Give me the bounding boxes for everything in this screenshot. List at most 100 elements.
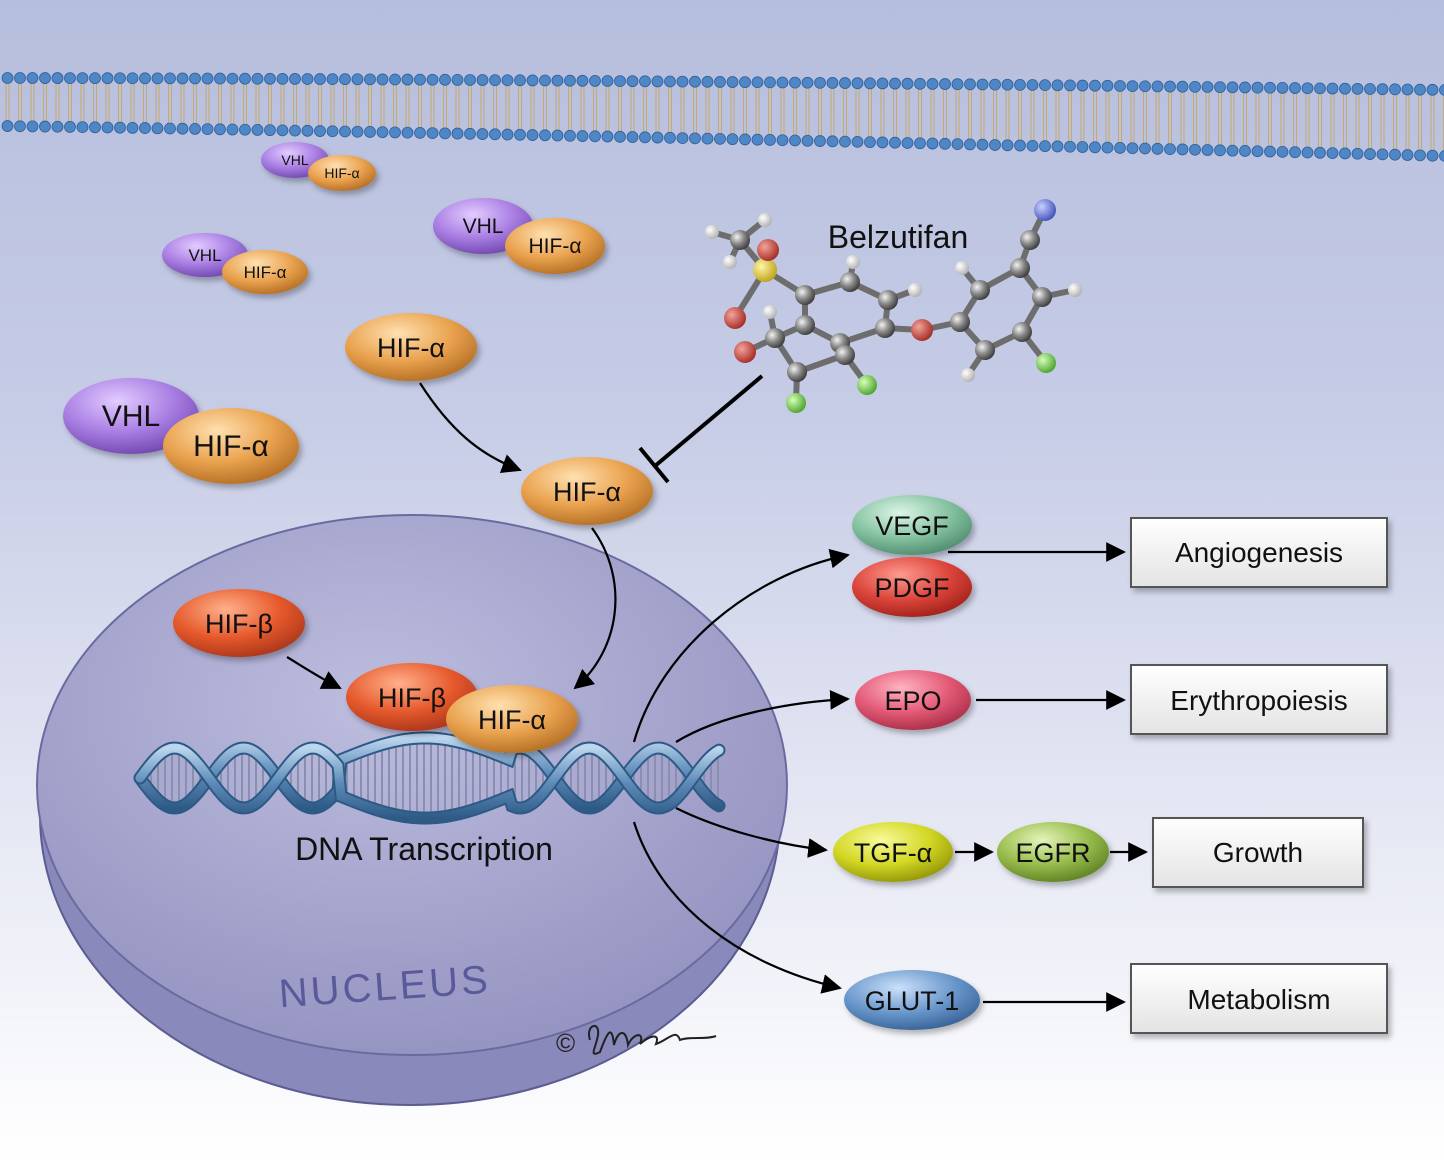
membrane-lipid-head (565, 130, 576, 141)
membrane-lipid-head (1315, 83, 1326, 94)
membrane-lipid-head (777, 135, 788, 146)
membrane-lipid-head (940, 138, 951, 149)
membrane-lipid-head (427, 128, 438, 139)
membrane-lipid-head (90, 73, 101, 84)
membrane-lipid-head (977, 79, 988, 90)
membrane-lipid-head (665, 132, 676, 143)
molecule-atom (950, 312, 970, 332)
membrane-lipid-head (865, 78, 876, 89)
membrane-lipid-head (402, 127, 413, 138)
membrane-lipid-head (690, 133, 701, 144)
membrane-lipid-head (602, 131, 613, 142)
hif-alpha-label: HIF-α (324, 165, 359, 181)
membrane-lipid-head (1415, 150, 1426, 161)
membrane-lipid-head (52, 121, 63, 132)
outcome-erythropoiesis: Erythropoiesis (1131, 665, 1387, 734)
membrane-lipid-head (1152, 81, 1163, 92)
membrane-lipid-head (915, 78, 926, 89)
vhl-label: VHL (463, 215, 504, 238)
membrane-lipid-head (27, 121, 38, 132)
membrane-lipid-head (465, 74, 476, 85)
molecule-atom (911, 319, 933, 341)
membrane-lipid-head (327, 74, 338, 85)
hif-alpha-label: HIF-α (244, 263, 287, 282)
molecule-atom (908, 283, 922, 297)
membrane-lipid-head (15, 73, 26, 84)
membrane-lipid-head (1040, 80, 1051, 91)
membrane-lipid-head (252, 73, 263, 84)
membrane-lipid-head (352, 126, 363, 137)
outcome-angiogenesis: Angiogenesis (1131, 518, 1387, 587)
membrane-lipid-head (490, 75, 501, 86)
molecule-atom (1068, 283, 1082, 297)
membrane-lipid-head (977, 139, 988, 150)
membrane-lipid-head (1140, 81, 1151, 92)
vhl-label: VHL (188, 246, 221, 265)
membrane-lipid-head (615, 76, 626, 87)
membrane-lipid-head (652, 132, 663, 143)
membrane-lipid-head (877, 137, 888, 148)
angiogenesis-label: Angiogenesis (1175, 537, 1343, 568)
membrane-lipid-head (1127, 143, 1138, 154)
membrane-lipid-head (152, 73, 163, 84)
membrane-lipid-head (1277, 82, 1288, 93)
membrane-lipid-head (1015, 79, 1026, 90)
membrane-lipid-head (1252, 146, 1263, 157)
membrane-lipid-head (802, 77, 813, 88)
membrane-lipid-head (440, 128, 451, 139)
hif-alpha-label: HIF-α (529, 235, 582, 258)
membrane-lipid-head (840, 136, 851, 147)
membrane-lipid-head (390, 127, 401, 138)
membrane-lipid-head (1077, 80, 1088, 91)
membrane-lipid-head (415, 74, 426, 85)
membrane-lipid-head (77, 73, 88, 84)
membrane-lipid-head (652, 76, 663, 87)
membrane-lipid-head (302, 125, 313, 136)
membrane-lipid-head (1002, 79, 1013, 90)
molecule-atom (1032, 287, 1052, 307)
membrane-lipid-head (715, 133, 726, 144)
membrane-lipid-head (1065, 141, 1076, 152)
dimer-hif-alpha-label: HIF-α (478, 705, 546, 735)
membrane-lipid-head (352, 74, 363, 85)
membrane-lipid-head (565, 75, 576, 86)
membrane-lipid-head (40, 121, 51, 132)
molecule-atom (734, 341, 756, 363)
membrane-lipid-head (227, 124, 238, 135)
membrane-lipid-head (1215, 82, 1226, 93)
membrane-lipid-head (102, 73, 113, 84)
membrane-lipid-head (577, 75, 588, 86)
membrane-lipid-head (215, 124, 226, 135)
membrane-lipid-head (90, 122, 101, 133)
copyright-symbol: © (556, 1028, 575, 1058)
membrane-lipid-head (277, 125, 288, 136)
membrane-lipid-head (15, 121, 26, 132)
membrane-lipid-head (852, 78, 863, 89)
membrane-lipid-head (1065, 80, 1076, 91)
membrane-lipid-head (477, 129, 488, 140)
membrane-lipid-head (1140, 143, 1151, 154)
membrane-lipid-head (127, 73, 138, 84)
membrane-lipid-head (577, 131, 588, 142)
membrane-lipid-head (990, 139, 1001, 150)
membrane-lipid-head (1365, 84, 1376, 95)
molecule-atom (835, 345, 855, 365)
membrane-lipid-head (840, 78, 851, 89)
membrane-lipid-head (527, 75, 538, 86)
erythropoiesis-label: Erythropoiesis (1170, 685, 1347, 716)
membrane-lipid-head (552, 75, 563, 86)
membrane-lipid-head (327, 126, 338, 137)
membrane-lipid-head (1202, 81, 1213, 92)
membrane-lipid-head (1402, 84, 1413, 95)
membrane-lipid-head (227, 73, 238, 84)
membrane-lipid-head (1290, 83, 1301, 94)
membrane-lipid-head (965, 79, 976, 90)
membrane-lipid-head (477, 75, 488, 86)
membrane-lipid-head (777, 77, 788, 88)
molecule-atom (1012, 322, 1032, 342)
membrane-lipid-head (1315, 147, 1326, 158)
membrane-lipid-head (452, 128, 463, 139)
membrane-lipid-head (902, 137, 913, 148)
molecule-atom (723, 255, 737, 269)
membrane-lipid-head (1302, 83, 1313, 94)
